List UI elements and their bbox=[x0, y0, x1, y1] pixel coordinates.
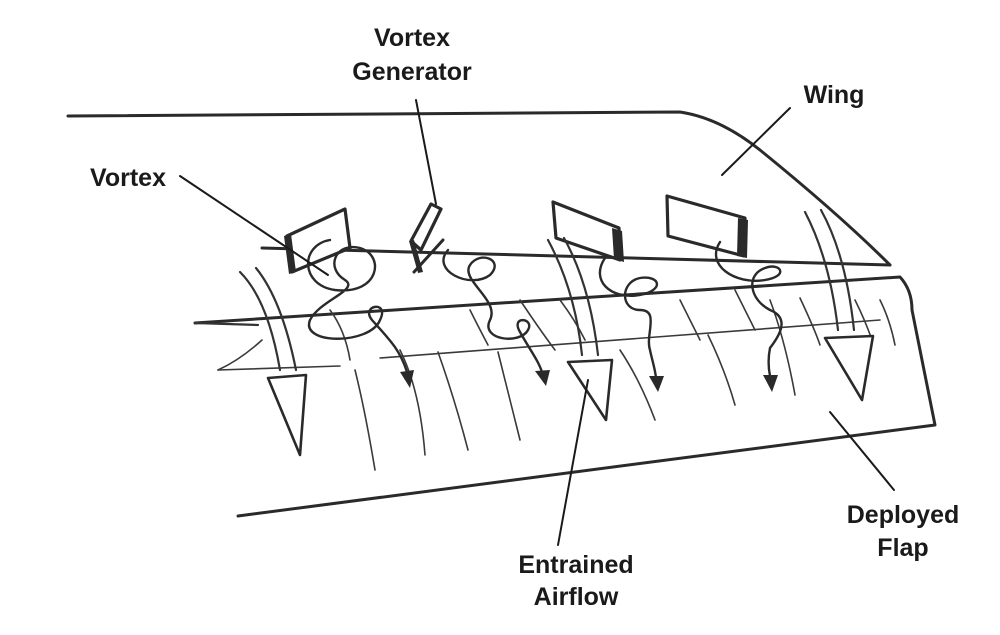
vortex-generator-2 bbox=[409, 202, 445, 274]
label-vortex-generator-line2: Generator bbox=[352, 58, 472, 86]
label-entrained-airflow-line2: Airflow bbox=[534, 583, 619, 611]
airflow-arrow-middle bbox=[546, 236, 614, 422]
label-vortex: Vortex bbox=[90, 164, 166, 192]
vortex-swirl-3 bbox=[598, 256, 664, 392]
leader-vortex-generator bbox=[415, 99, 437, 205]
vortex-swirl-4 bbox=[714, 240, 783, 392]
label-wing: Wing bbox=[804, 81, 865, 109]
vortex-swirl-2 bbox=[442, 248, 550, 386]
leader-wing bbox=[721, 107, 791, 176]
leader-deployed-flap bbox=[829, 411, 895, 491]
deployed-flap-outline bbox=[193, 275, 937, 518]
airflow-arrow-left bbox=[238, 266, 308, 457]
vortex-swirl-1 bbox=[306, 238, 414, 388]
vortex-generator-3 bbox=[551, 200, 624, 262]
vortex-generator-4 bbox=[665, 194, 748, 258]
wing-outline bbox=[66, 110, 892, 267]
label-entrained-airflow-line1: Entrained bbox=[518, 551, 633, 579]
label-vortex-generator-line1: Vortex bbox=[374, 24, 450, 52]
airflow-arrow-right bbox=[803, 208, 875, 402]
label-deployed-flap-line1: Deployed bbox=[847, 501, 960, 529]
flap-airflow-streaks bbox=[329, 289, 896, 471]
leader-entrained-airflow bbox=[557, 379, 589, 546]
leader-vortex bbox=[179, 175, 329, 276]
label-deployed-flap-line2: Flap bbox=[877, 534, 928, 562]
vortex-generator-1 bbox=[284, 207, 352, 274]
